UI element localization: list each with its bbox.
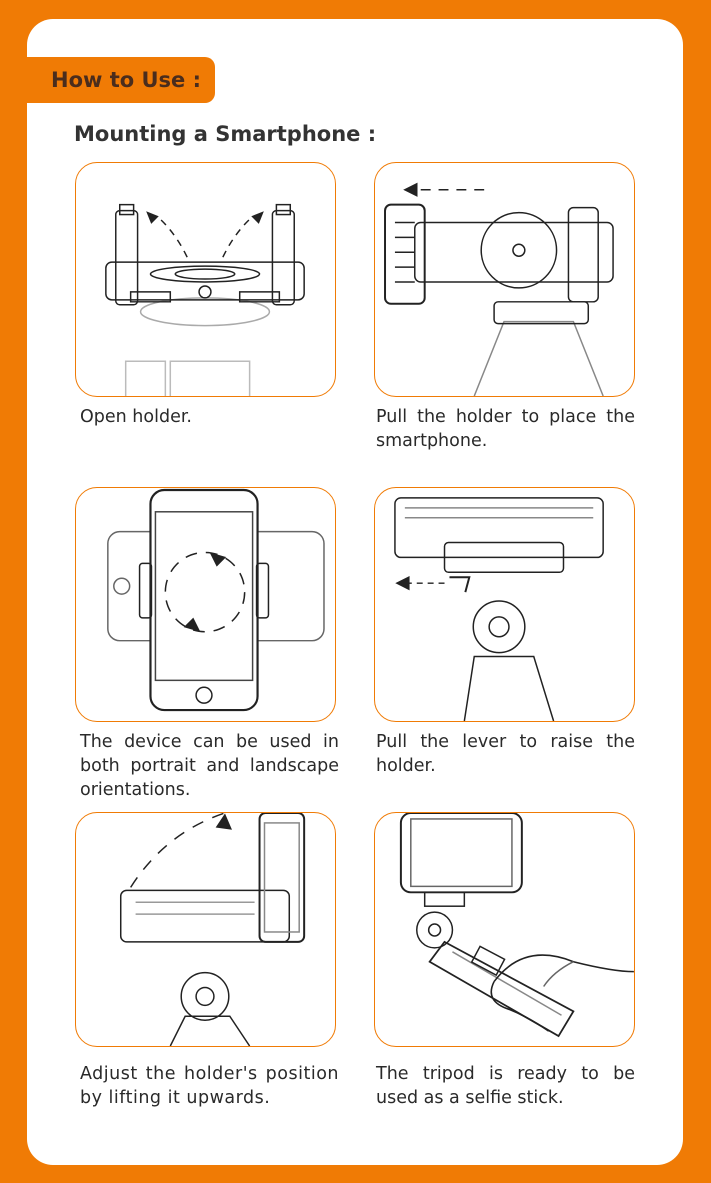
step-5-caption: Adjust the holder's position by lifting … xyxy=(80,1064,339,1108)
step-5-illustration xyxy=(75,812,336,1047)
section-title: Mounting a Smartphone : xyxy=(74,122,377,146)
step-6-caption: The tripod is ready to be used as a self… xyxy=(376,1064,635,1108)
arrow-dashed-icon xyxy=(146,211,159,224)
step-1-caption: Open holder. xyxy=(80,407,192,427)
step-1-illustration xyxy=(75,162,336,397)
step-3-illustration xyxy=(75,487,336,722)
how-to-use-tag: How to Use : xyxy=(27,57,215,103)
rotate-dashed-icon xyxy=(164,551,246,633)
step-4-illustration xyxy=(374,487,635,722)
step-2-caption: Pull the holder to place the smartphone. xyxy=(376,407,635,451)
step-6-illustration xyxy=(374,812,635,1047)
step-2-illustration xyxy=(374,162,635,397)
step-4-caption: Pull the lever to raise the holder. xyxy=(376,732,635,776)
step-3-caption: The device can be used in both portrait … xyxy=(80,732,339,800)
